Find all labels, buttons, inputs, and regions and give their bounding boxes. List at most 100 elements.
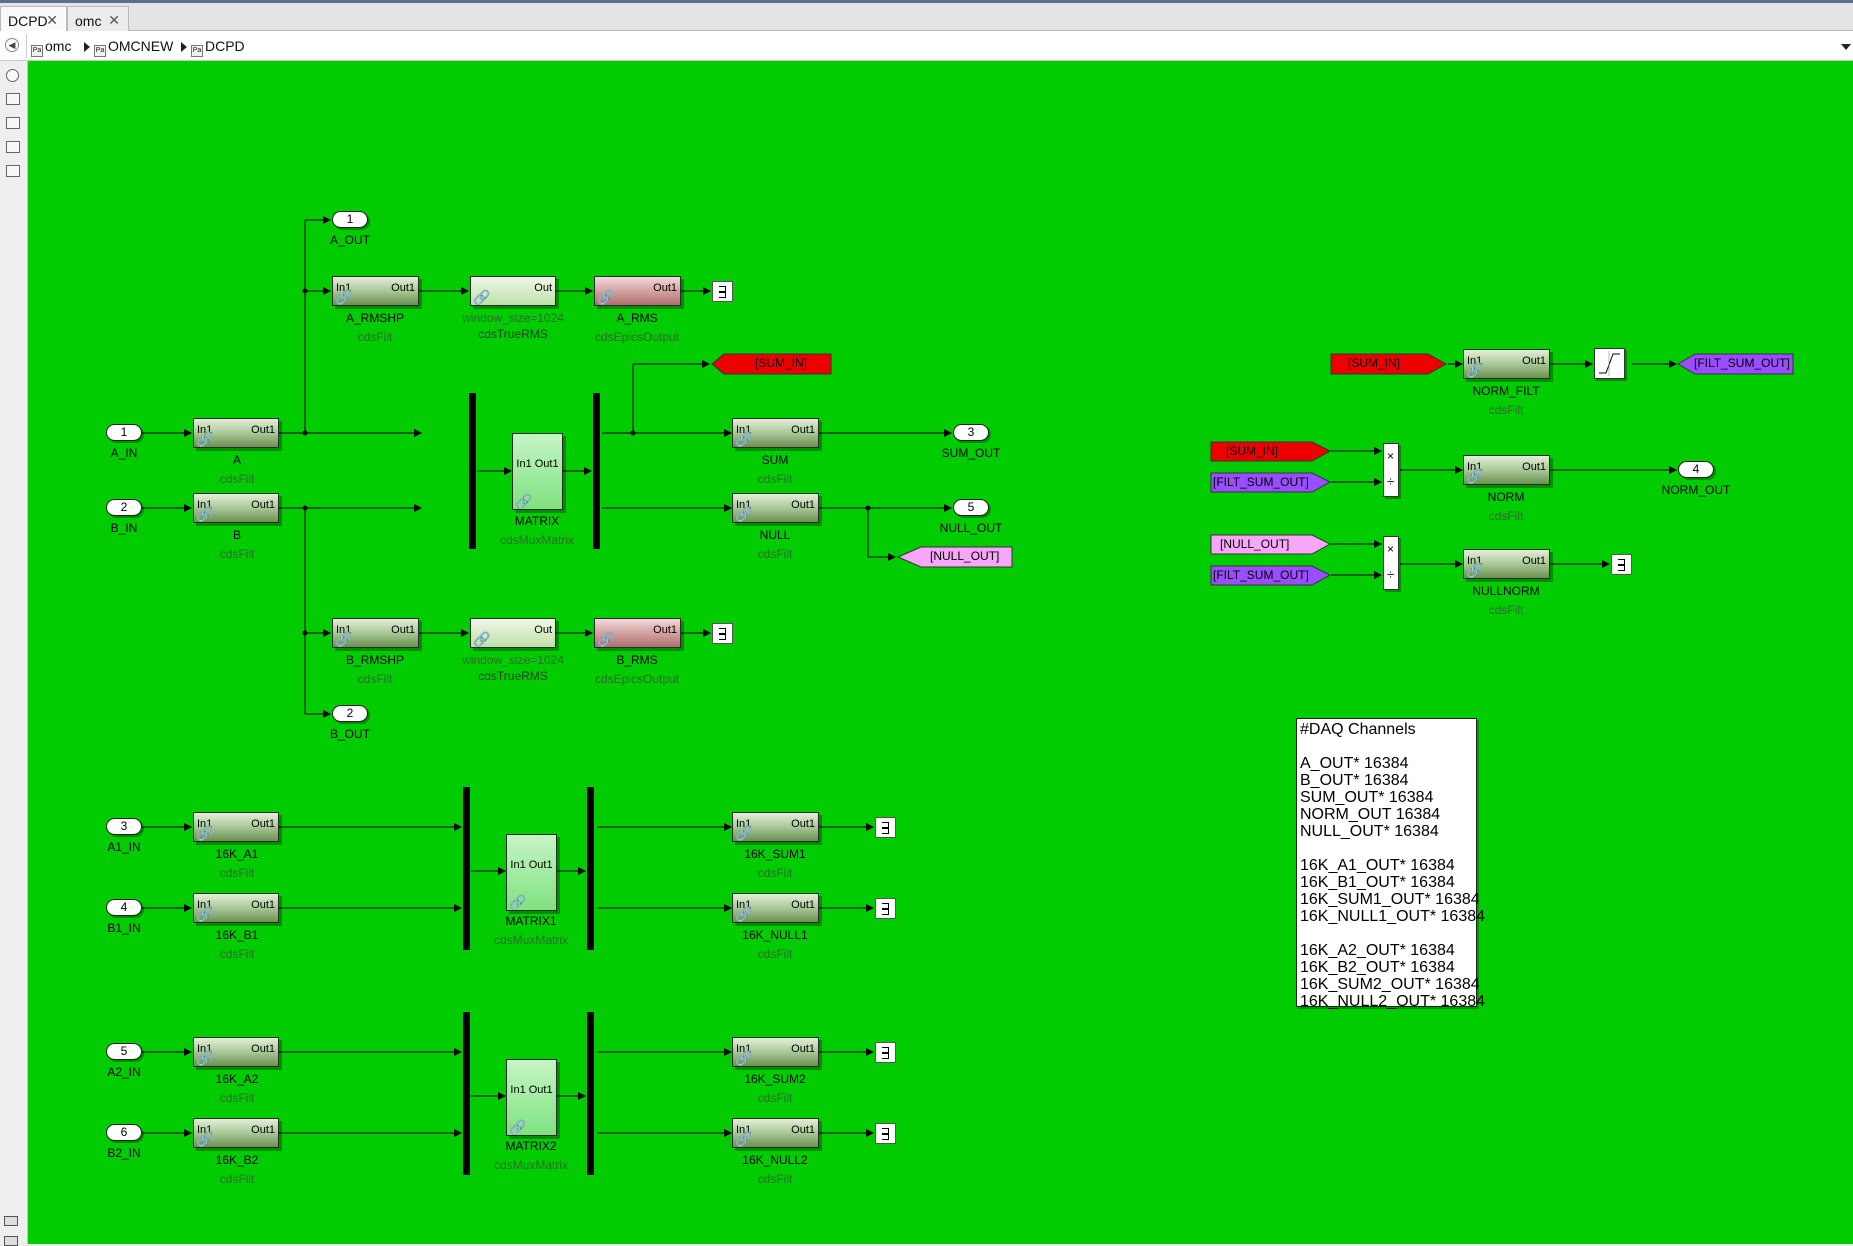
divider: [26, 34, 27, 58]
note-line: SUM_OUT* 16384: [1300, 789, 1434, 806]
block-lib: cdsFilt: [1488, 403, 1524, 417]
outport-a-out[interactable]: 1: [332, 211, 368, 228]
link-icon: 🔗: [509, 1119, 527, 1135]
daq-channels-note[interactable]: #DAQ Channels A_OUT* 16384 B_OUT* 16384 …: [1296, 718, 1485, 1010]
link-icon: 🔗: [735, 825, 753, 841]
goto-filt-sum-out[interactable]: [FILT_SUM_OUT]: [1694, 356, 1790, 370]
link-icon: 🔗: [196, 906, 214, 922]
mux-bus[interactable]: [463, 1012, 470, 1175]
fit-to-view-icon[interactable]: [6, 93, 20, 105]
collapse-icon[interactable]: [4, 1236, 18, 1246]
terminator[interactable]: [875, 898, 896, 919]
link-icon: 🔗: [509, 894, 527, 910]
block-matrix1[interactable]: In1 Out1🔗: [506, 834, 557, 911]
port-label: A1_IN: [107, 840, 141, 854]
breadcrumb-label: omc: [45, 38, 72, 54]
inport-a-in[interactable]: 1: [106, 424, 142, 441]
chevron-down-icon[interactable]: [1841, 44, 1851, 50]
port-text: Out1: [653, 282, 677, 294]
from-filt-sum-out-2[interactable]: [FILT_SUM_OUT]: [1213, 568, 1309, 582]
outport-null-out[interactable]: 5: [953, 499, 989, 516]
block-lib: cdsFilt: [757, 547, 793, 561]
tab-dcpd[interactable]: DCPD ✕: [0, 6, 67, 33]
model-canvas[interactable]: [SUM_IN] [NULL_OUT] [SUM_IN] [FILT_SUM_O…: [28, 61, 1853, 1244]
demux-bus[interactable]: [587, 1012, 594, 1175]
port-text: In1: [736, 1043, 752, 1055]
mux-bus[interactable]: [463, 787, 470, 950]
terminator[interactable]: [875, 817, 896, 838]
from-null-out[interactable]: [NULL_OUT]: [930, 549, 1000, 563]
close-icon[interactable]: ✕: [108, 12, 120, 28]
block-a-true-rms[interactable]: Out🔗: [470, 276, 556, 306]
block-name: 16K_A2: [215, 1072, 259, 1086]
block-a-rms[interactable]: Out1🔗: [594, 276, 681, 306]
inport-b2-in[interactable]: 6: [106, 1124, 142, 1141]
outport-sum-out[interactable]: 3: [953, 424, 989, 441]
terminator[interactable]: [1611, 554, 1632, 575]
terminator[interactable]: [875, 1123, 896, 1144]
block-b-rms[interactable]: Out1🔗: [594, 618, 681, 648]
terminator[interactable]: [875, 1042, 896, 1063]
outport-b-out[interactable]: 2: [332, 705, 368, 722]
product-sign: ×: [1387, 449, 1395, 463]
block-b-true-rms[interactable]: Out🔗: [470, 618, 556, 648]
terminator[interactable]: [712, 281, 733, 302]
annotation-icon[interactable]: [6, 117, 20, 129]
product-block[interactable]: ×÷: [1383, 536, 1399, 590]
note-line: 16K_B1_OUT* 16384: [1300, 874, 1455, 891]
terminator[interactable]: [712, 623, 733, 644]
camera-icon[interactable]: [4, 1216, 18, 1226]
link-icon: 🔗: [473, 289, 491, 305]
mux-bus[interactable]: [469, 393, 476, 549]
demux-bus[interactable]: [593, 393, 600, 549]
inport-a2-in[interactable]: 5: [106, 1043, 142, 1060]
note-line: NULL_OUT* 16384: [1300, 823, 1439, 840]
from-filt-sum-out-1[interactable]: [FILT_SUM_OUT]: [1213, 475, 1309, 489]
close-icon[interactable]: ✕: [46, 12, 58, 28]
block-lib: cdsEpicsOutput: [594, 672, 680, 686]
area-icon[interactable]: [6, 165, 20, 177]
product-block[interactable]: ×÷: [1383, 443, 1399, 497]
note-line: B_OUT* 16384: [1300, 772, 1409, 789]
tab-label: DCPD: [8, 13, 48, 29]
back-arrow-icon[interactable]: ◀: [5, 38, 19, 52]
inport-b1-in[interactable]: 4: [106, 899, 142, 916]
port-text: Out1: [534, 458, 559, 470]
block-lib: cdsEpicsOutput: [594, 330, 680, 344]
tab-omc[interactable]: omc ✕: [67, 6, 129, 33]
goto-sum-in[interactable]: [SUM_IN]: [755, 356, 808, 370]
saturation-block[interactable]: [1594, 348, 1625, 379]
from-sum-in-1[interactable]: [SUM_IN]: [1348, 356, 1401, 370]
from-null-out-2[interactable]: [NULL_OUT]: [1220, 537, 1290, 551]
block-matrix[interactable]: In1 Out1🔗: [512, 433, 563, 510]
image-icon[interactable]: [6, 141, 20, 153]
inport-b-in[interactable]: 2: [106, 499, 142, 516]
block-matrix2[interactable]: In1 Out1🔗: [506, 1059, 557, 1136]
from-sum-in-2[interactable]: [SUM_IN]: [1226, 444, 1279, 458]
inport-a1-in[interactable]: 3: [106, 818, 142, 835]
zoom-in-icon[interactable]: [6, 69, 19, 82]
block-lib: cdsFilt: [219, 472, 255, 486]
outport-norm-out[interactable]: 4: [1678, 461, 1714, 478]
demux-bus[interactable]: [587, 787, 594, 950]
